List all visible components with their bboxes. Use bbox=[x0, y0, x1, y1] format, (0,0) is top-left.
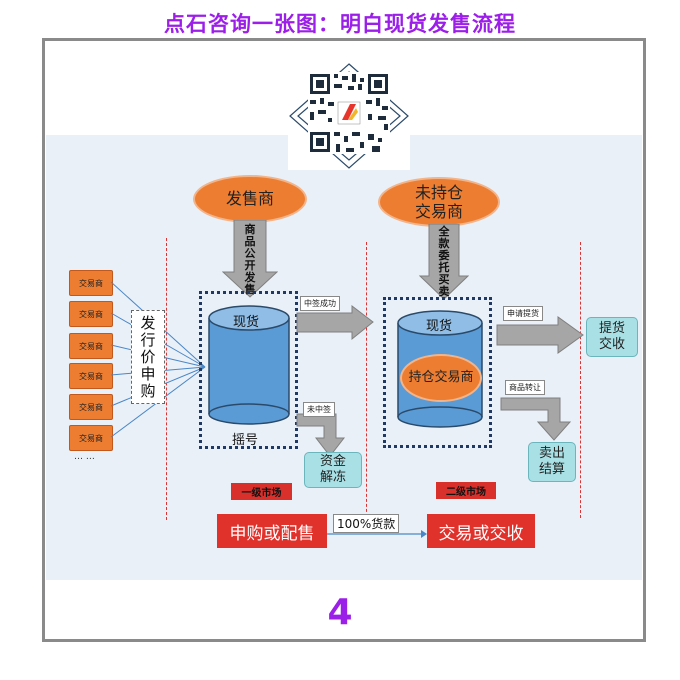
delivery-label: 提货交收 bbox=[598, 320, 625, 352]
subscribe-or-allot: 申购或配售 bbox=[217, 514, 327, 548]
holder-ellipse: 未持仓交易商 bbox=[378, 177, 500, 227]
primary-box bbox=[199, 291, 298, 449]
primary-market-tag: 一级市场 bbox=[231, 483, 292, 500]
trader-box: 交易商 bbox=[69, 333, 113, 359]
issuer-ellipse: 发售商 bbox=[193, 175, 307, 223]
not-winning-arrow bbox=[296, 413, 346, 457]
payment-arrow bbox=[327, 530, 427, 538]
cylinder2-label: 现货 bbox=[426, 319, 453, 334]
apply-delivery-arrow bbox=[496, 316, 584, 354]
delivery-box: 提货交收 bbox=[586, 317, 638, 357]
subscribe-label: 发行价申购 bbox=[140, 314, 156, 400]
divider-right bbox=[580, 242, 581, 518]
divider-left bbox=[166, 238, 167, 520]
secondary-box bbox=[383, 297, 492, 448]
trader-box: 交易商 bbox=[69, 425, 113, 451]
goods-transfer-label: 商品转让 bbox=[505, 380, 545, 395]
page-title: 点石咨询一张图：明白现货发售流程 bbox=[164, 12, 516, 36]
cylinder1-label: 现货 bbox=[233, 315, 260, 330]
trade-or-delivery: 交易或交收 bbox=[427, 514, 535, 548]
holder-down-arrow bbox=[419, 224, 469, 300]
issuer-label: 发售商 bbox=[225, 189, 274, 209]
cylinder-primary bbox=[208, 305, 290, 425]
goods-transfer-arrow bbox=[500, 397, 572, 441]
winning-label: 中签成功 bbox=[300, 296, 340, 311]
sell-settle-label: 卖出结算 bbox=[538, 445, 565, 477]
apply-delivery-label: 申请提货 bbox=[503, 306, 543, 321]
funds-thaw-label: 资金解冻 bbox=[319, 453, 346, 485]
page-number: 4 bbox=[327, 592, 353, 633]
funds-thaw-box: 资金解冻 bbox=[304, 452, 362, 488]
lottery-label: 摇号 bbox=[232, 433, 259, 448]
frame bbox=[42, 38, 646, 642]
issuer-arrow-text: 商品公开发售 bbox=[244, 223, 256, 296]
holder-trader-label: 持仓交易商 bbox=[408, 370, 474, 386]
holder-label: 未持仓交易商 bbox=[414, 182, 463, 221]
secondary-market-tag: 二级市场 bbox=[436, 482, 496, 499]
payment-label: 100%货款 bbox=[333, 514, 400, 533]
traders-more: … … bbox=[74, 452, 95, 462]
winning-arrow bbox=[296, 305, 374, 341]
qr-code bbox=[288, 62, 410, 170]
trader-box: 交易商 bbox=[69, 301, 113, 327]
holder-arrow-text: 全款委托买卖 bbox=[438, 225, 450, 298]
divider-middle bbox=[366, 242, 367, 522]
not-winning-label: 未中签 bbox=[303, 402, 335, 417]
subscribe-box: 发行价申购 bbox=[131, 310, 165, 404]
sell-settle-box: 卖出结算 bbox=[528, 442, 576, 482]
issuer-down-arrow bbox=[222, 220, 278, 298]
holder-trader-ellipse: 持仓交易商 bbox=[400, 354, 482, 402]
trader-box: 交易商 bbox=[69, 394, 113, 420]
trader-box: 交易商 bbox=[69, 363, 113, 389]
